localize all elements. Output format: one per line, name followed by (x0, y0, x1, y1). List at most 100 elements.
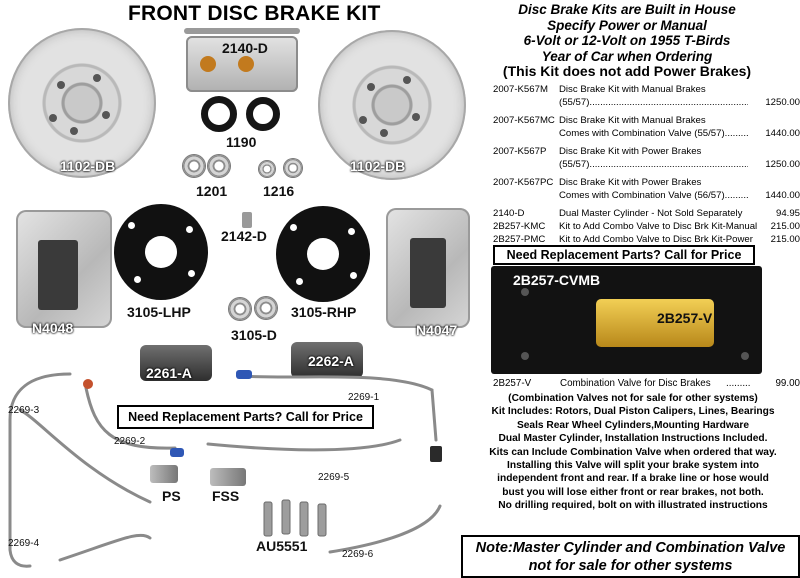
bolts-label: AU5551 (256, 538, 308, 554)
info-line: (Combination Valves not for sale for oth… (508, 393, 758, 404)
valve-photo-valve-label: 2B257-V (657, 310, 713, 326)
info-line: Kit Includes: Rotors, Dual Piston Calipe… (491, 406, 775, 418)
line-2269-2-label: 2269-2 (114, 436, 146, 447)
bearing-a-label: 1201 (196, 183, 228, 199)
part-price: 1250.00 (765, 97, 800, 108)
kit-info: 2B257-V Combination Valve for Disc Brake… (466, 378, 800, 513)
spacer-left-image (229, 298, 251, 320)
backing-plate-right-image (276, 206, 370, 302)
price-row: 2B257-KMC Kit to Add Combo Valve to Disc… (493, 221, 800, 234)
part-description-continued: Comes with Combination Valve (56/57) (559, 190, 748, 201)
valve-price-row: 2B257-V Combination Valve for Disc Brake… (493, 378, 800, 389)
line-2269-5-label: 2269-5 (318, 472, 350, 483)
info-line: Kits can Include Combination Valve when … (489, 446, 777, 458)
part-number: 2007-K567PC (493, 177, 554, 188)
master-cylinder-image (184, 28, 300, 92)
caliper-left-label: N4048 (32, 320, 74, 336)
pin-label: 2142-D (221, 228, 267, 244)
line-2269-1-label: 2269-1 (348, 392, 380, 403)
intro-text: Disc Brake Kits are Built in House Speci… (484, 2, 770, 80)
part-number: 2007-K567P (493, 146, 547, 157)
wheel-cylinder-right-image (291, 342, 363, 378)
part-number: 2B257-KMC (493, 221, 546, 232)
seals-label: 1190 (226, 134, 257, 150)
wheel-cylinder-left-label: 2261-A (146, 365, 192, 381)
part-description-continued: (55/57) (559, 159, 748, 170)
rotor-left-image (8, 28, 156, 178)
bolts-image (263, 499, 327, 537)
price-row-continuation: (55/57) 1250.00 (493, 159, 800, 172)
caliper-right-image (386, 208, 470, 328)
spacers-label: 3105-D (231, 327, 277, 343)
kit-info-text: (Combination Valves not for sale for oth… (466, 390, 800, 513)
part-description: Disc Brake Kit with Power Brakes (559, 177, 702, 188)
bearing-1-image (183, 155, 205, 177)
rotor-right-image (318, 30, 466, 180)
note-line-2: not for sale for other systems (528, 558, 733, 574)
info-line: bust you will lose either front or rear … (502, 486, 764, 498)
part-description: Kit to Add Combo Valve to Disc Brk Kit-P… (559, 234, 753, 245)
valve-description: Combination Valve for Disc Brakes (560, 378, 711, 389)
caliper-right-label: N4047 (416, 322, 458, 338)
part-description-continued: Comes with Combination Valve (55/57) (559, 128, 748, 139)
part-number: 2007-K567MC (493, 115, 555, 126)
part-number: 2140-D (493, 208, 525, 219)
valve-price: 99.00 (775, 378, 800, 389)
info-line: independent front and rear. If a brake l… (497, 473, 769, 485)
part-description: Kit to Add Combo Valve to Disc Brk Kit-M… (559, 221, 758, 232)
bearing-b-label: 1216 (263, 183, 295, 199)
part-description: Disc Brake Kit with Manual Brakes (559, 115, 706, 126)
info-line: Dual Master Cylinder, Installation Instr… (498, 433, 768, 445)
fss-label: FSS (212, 488, 240, 504)
info-line: Installing this Valve will split your br… (507, 460, 759, 472)
caliper-left-image (16, 210, 112, 328)
price-row: 2140-D Dual Master Cylinder - Not Sold S… (493, 208, 800, 221)
part-price: 94.95 (775, 208, 800, 219)
combination-valve-photo: 2B257-CVMB 2B257-V (491, 266, 762, 374)
price-list: 2007-K567M Disc Brake Kit with Manual Br… (493, 84, 800, 247)
part-price: 1440.00 (765, 190, 800, 201)
part-description-continued: (55/57) (559, 97, 748, 108)
intro-line-3: 6-Volt or 12-Volt on 1955 T-Birds (523, 33, 731, 48)
part-price: 1440.00 (765, 128, 800, 139)
part-price: 215.00 (770, 221, 800, 232)
backing-plate-left-label: 3105-LHP (127, 304, 191, 320)
combination-valve-image (596, 299, 714, 347)
valve-photo-top-label: 2B257-CVMB (513, 272, 601, 288)
brake-lines-image (8, 370, 442, 568)
price-row: 2007-K567MC Disc Brake Kit with Manual B… (493, 115, 800, 128)
wheel-cylinder-left-image (140, 345, 212, 381)
call-for-price-box-right: Need Replacement Parts? Call for Price (493, 245, 755, 265)
page-title: FRONT DISC BRAKE KIT (128, 2, 381, 25)
bearing-4-image (284, 159, 302, 177)
price-row-continuation: Comes with Combination Valve (56/57) 144… (493, 190, 800, 203)
line-2269-6-label: 2269-6 (342, 549, 374, 560)
price-row-continuation: (55/57) 1250.00 (493, 97, 800, 110)
price-row: 2007-K567PC Disc Brake Kit with Power Br… (493, 177, 800, 190)
part-number: 2007-K567M (493, 84, 548, 95)
part-description: Dual Master Cylinder - Not Sold Separate… (559, 208, 743, 219)
bearing-2-image (208, 155, 230, 177)
price-row: 2007-K567P Disc Brake Kit with Power Bra… (493, 146, 800, 159)
wheel-cylinder-right-label: 2262-A (308, 353, 354, 369)
intro-line-1: Disc Brake Kits are Built in House (518, 2, 736, 17)
pin-image (242, 212, 252, 228)
ps-label: PS (162, 488, 181, 504)
bearing-3-image (259, 161, 275, 177)
price-row: 2B257-PMC Kit to Add Combo Valve to Disc… (493, 234, 800, 247)
info-line: Seals Rear Wheel Cylinders,Mounting Hard… (516, 419, 750, 431)
intro-line-4: Year of Car when Ordering (541, 48, 713, 64)
price-row: 2007-K567M Disc Brake Kit with Manual Br… (493, 84, 800, 97)
info-line: No drilling required, bolt on with illus… (498, 500, 768, 512)
rotor-right-label: 1102-DB (350, 158, 406, 174)
fss-clip-image (210, 468, 246, 486)
backing-plate-left-image (114, 204, 208, 300)
backing-plate-right-label: 3105-RHP (291, 304, 357, 320)
part-price: 1250.00 (765, 159, 800, 170)
valve-part-number: 2B257-V (493, 378, 532, 389)
intro-line-5: (This Kit does not add Power Brakes) (502, 63, 752, 79)
seal-left-image (201, 96, 237, 132)
note-line-1: Note:Master Cylinder and Combination Val… (475, 540, 786, 556)
intro-line-2: Specify Power or Manual (547, 17, 707, 33)
master-cylinder-label: 2140-D (222, 40, 268, 56)
